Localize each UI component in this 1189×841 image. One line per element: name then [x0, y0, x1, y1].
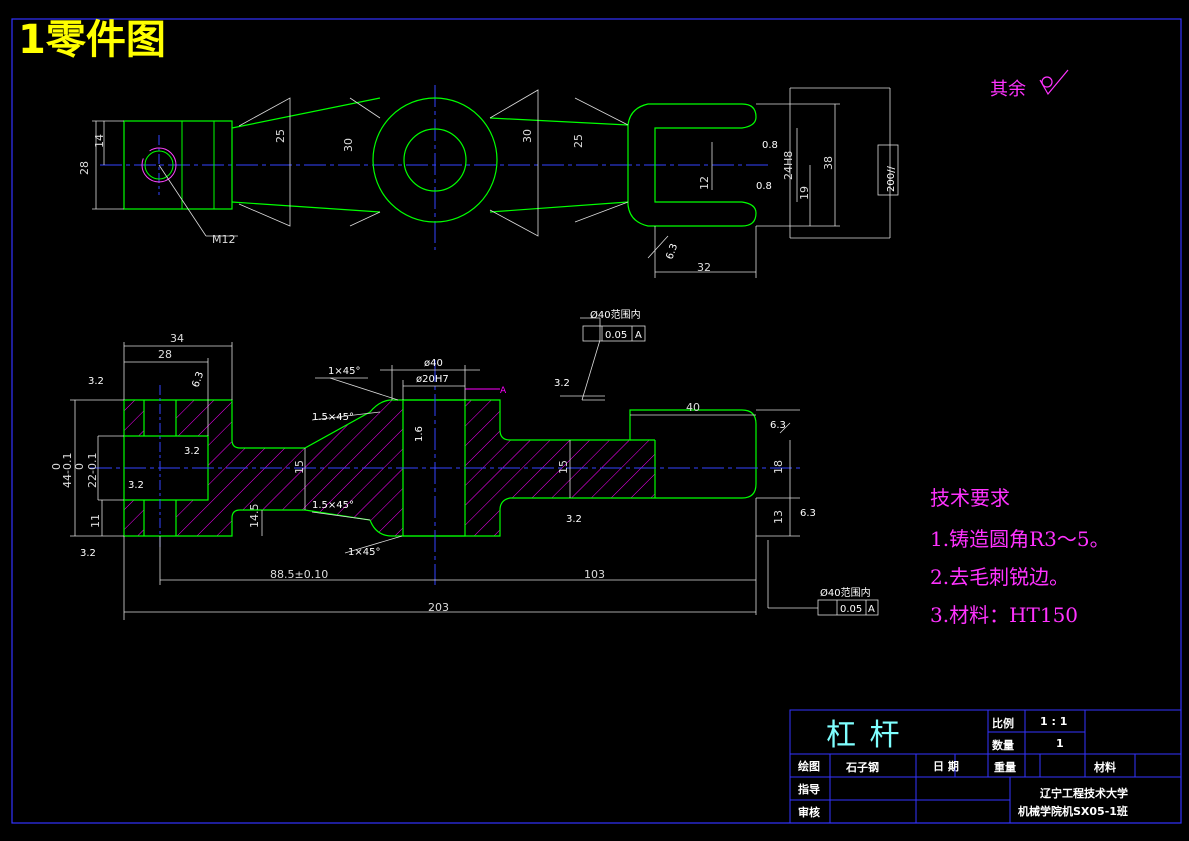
left-block — [123, 120, 233, 210]
roughness-symbol-icon — [1039, 69, 1069, 96]
drawn-label: 绘图 — [798, 760, 820, 773]
chamfer-1x45-bottom: 1×45° — [348, 547, 380, 558]
date-label: 日 期 — [933, 760, 959, 773]
dim-103: 103 — [584, 568, 605, 581]
tol-note-b: Ø40范围内 — [820, 586, 871, 599]
dim-25-left: 25 — [274, 129, 287, 143]
tol-ref-a: A — [635, 330, 642, 341]
fork-end — [627, 103, 757, 227]
ra-3.2-c: 3.2 — [128, 480, 144, 491]
main-boss — [372, 97, 498, 223]
ra-0.8-b: 0.8 — [756, 181, 772, 192]
qty-value: 1 — [1056, 737, 1064, 750]
part-name: 杠 杆 — [826, 718, 902, 753]
ra-3.2-e: 3.2 — [554, 378, 570, 389]
dim-11: 11 — [89, 514, 102, 528]
dim-24h8: 24H8 — [782, 151, 795, 180]
school-line-1: 辽宁工程技术大学 — [1040, 787, 1128, 800]
dim-dia40: ø40 — [424, 358, 443, 369]
tech-req-item-3: 3.材料：HT150 — [930, 603, 1079, 627]
tol-val-b: 0.05 — [840, 604, 862, 615]
tech-req-item-2: 2.去毛刺锐边。 — [930, 565, 1070, 589]
ra-1.6: 1.6 — [414, 426, 425, 442]
dim-dia20h7: ø20H7 — [416, 374, 449, 385]
guide-label: 指导 — [798, 783, 820, 796]
dim-30-right: 30 — [521, 129, 534, 143]
dim-32: 32 — [697, 261, 711, 274]
chamfer-1.5x45-top: 1.5×45° — [312, 412, 354, 423]
dim-28-top: 28 — [78, 161, 91, 175]
roughness-rest-label: 其余 — [990, 79, 1026, 100]
dim-18: 18 — [772, 460, 785, 474]
drawn-name: 石子钢 — [846, 761, 879, 774]
dim-38: 38 — [822, 156, 835, 170]
dim-34: 34 — [170, 332, 184, 345]
dim-22-upper: 0 — [73, 463, 86, 470]
dim-40: 40 — [686, 401, 700, 414]
material-label: 材料 — [1094, 761, 1116, 774]
ra-3.2-d: 3.2 — [80, 548, 96, 559]
title-block — [789, 709, 1182, 824]
ra-6.3-a: 6.3 — [190, 370, 206, 389]
tech-req-heading: 技术要求 — [930, 486, 1010, 510]
dim-25-right: 25 — [572, 134, 585, 148]
front-view — [70, 317, 879, 620]
drawing-title: 1零件图 — [18, 17, 166, 63]
box-200: 200// — [886, 166, 897, 192]
ra-3.2-a: 3.2 — [88, 376, 104, 387]
dim-22: 22-0.1 — [86, 453, 99, 488]
ra-6.3-top: 6.3 — [664, 242, 680, 261]
top-view — [92, 85, 899, 278]
dim-12: 12 — [698, 176, 711, 190]
dim-13: 13 — [772, 510, 785, 524]
thread-m12: M12 — [212, 233, 236, 246]
lever-outline — [123, 399, 757, 537]
dim-15-left: 15 — [293, 460, 306, 474]
dim-203: 203 — [428, 601, 449, 614]
scale-value: 1 : 1 — [1040, 715, 1068, 728]
dim-28: 28 — [158, 348, 172, 361]
tech-req-item-1: 1.铸造圆角R3～5。 — [930, 527, 1110, 551]
tol-ref-b: A — [868, 604, 875, 615]
weight-label: 重量 — [994, 761, 1016, 774]
dim-14-top: 14 — [93, 134, 106, 148]
school-line-2: 机械学院机SX05-1班 — [1018, 805, 1128, 818]
ra-3.2-b: 3.2 — [184, 446, 200, 457]
threaded-hole — [144, 150, 174, 180]
ra-6.3-c: 6.3 — [800, 508, 816, 519]
ra-3.2-f: 3.2 — [566, 514, 582, 525]
review-label: 审核 — [798, 806, 820, 819]
sheet-border — [11, 18, 1182, 824]
qty-label: 数量 — [992, 739, 1014, 752]
dim-30-left: 30 — [342, 138, 355, 152]
dim-88.5: 88.5±0.10 — [270, 568, 328, 581]
tol-note-a: Ø40范围内 — [590, 308, 641, 321]
ra-0.8-a: 0.8 — [762, 140, 778, 151]
dim-44-upper: 0 — [50, 463, 63, 470]
chamfer-1.5x45-bottom: 1.5×45° — [312, 500, 354, 511]
dim-44: 44-0.1 — [61, 453, 74, 488]
chamfer-1x45-top: 1×45° — [328, 366, 360, 377]
tol-val-a: 0.05 — [605, 330, 627, 341]
main-bore — [403, 128, 467, 192]
dim-15-right: 15 — [557, 460, 570, 474]
datum-mark: A — [500, 386, 507, 396]
scale-label: 比例 — [992, 717, 1014, 730]
dim-19: 19 — [798, 186, 811, 200]
ra-6.3-b: 6.3 — [770, 420, 786, 431]
dim-14.5: 14.5 — [248, 504, 261, 529]
